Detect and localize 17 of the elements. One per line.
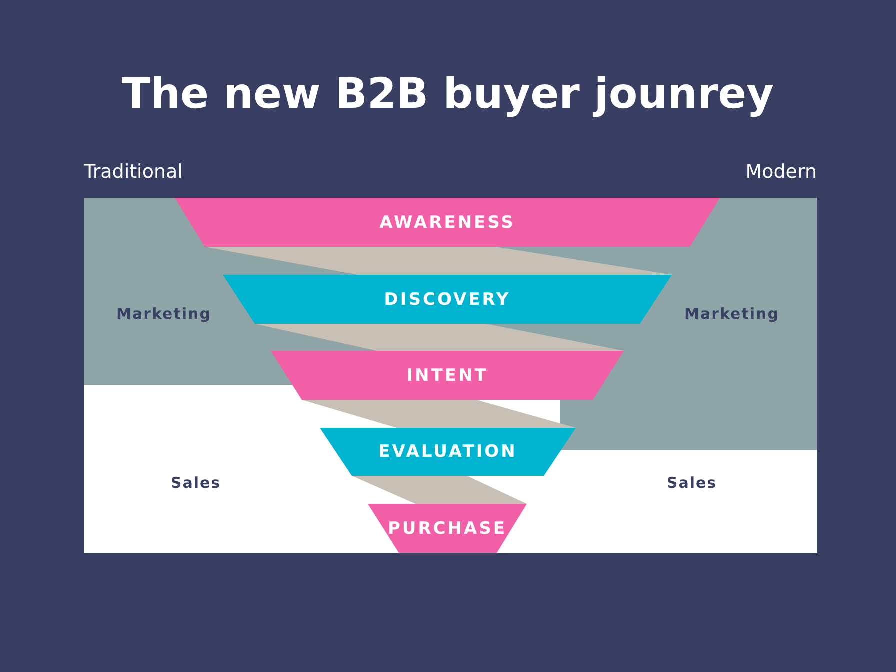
stage-label: EVALUATION xyxy=(378,442,518,462)
stage-label: AWARENESS xyxy=(380,212,516,232)
region-label: Marketing xyxy=(116,305,212,323)
column-heading: Modern xyxy=(746,161,817,183)
stage-label: INTENT xyxy=(406,366,488,386)
column-heading: Traditional xyxy=(84,161,183,183)
funnel-stage xyxy=(223,275,672,324)
region-label: Sales xyxy=(170,474,222,492)
funnel-stage xyxy=(175,198,720,247)
region-label: Marketing xyxy=(684,305,780,323)
title: The new B2B buyer jounrey xyxy=(120,68,776,120)
funnel-stage xyxy=(368,504,527,553)
funnel-stage xyxy=(320,428,576,476)
funnel-stage xyxy=(271,351,624,400)
region-label: Sales xyxy=(666,474,718,492)
stage-label: DISCOVERY xyxy=(384,290,511,310)
stage-label: PURCHASE xyxy=(388,518,508,538)
